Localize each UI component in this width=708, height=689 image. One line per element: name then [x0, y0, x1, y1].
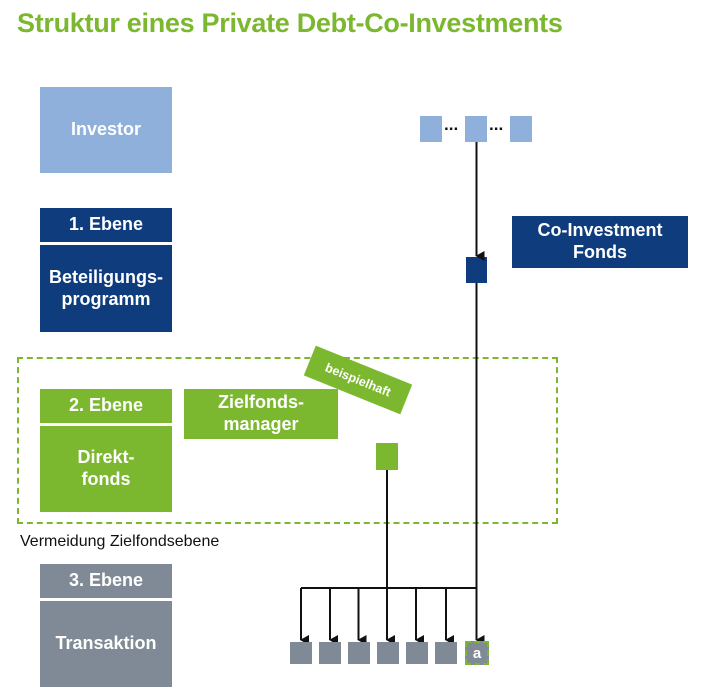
level1-label-line1: Beteiligungs-	[48, 266, 163, 287]
level1-box: Beteiligungs- programm	[40, 245, 172, 332]
level3-tag: 3. Ebene	[40, 564, 172, 598]
highlighted-transaction-letter: a	[472, 644, 482, 662]
zielfondsmanager-line2: manager	[223, 414, 299, 434]
level3-label: Transaktion	[55, 633, 157, 654]
investor-square	[465, 116, 487, 142]
level3-box: Transaktion	[40, 601, 172, 687]
transaction-square	[348, 642, 370, 664]
co-investment-line1: Co-Investment	[537, 220, 663, 241]
level1-tag-label: 1. Ebene	[68, 214, 144, 235]
transaction-square	[377, 642, 399, 664]
level1-tag: 1. Ebene	[40, 208, 172, 242]
co-investment-node	[466, 257, 487, 283]
level2-tag-label: 2. Ebene	[68, 395, 144, 416]
investor-square	[510, 116, 532, 142]
avoid-target-fund-region	[17, 357, 558, 524]
investor-label: Investor	[70, 119, 142, 140]
level2-box: Direkt- fonds	[40, 426, 172, 512]
co-investment-fonds-box: Co-Investment Fonds	[512, 216, 688, 268]
transaction-square	[406, 642, 428, 664]
investor-ellipsis: ...	[444, 115, 459, 134]
level2-label-line1: Direkt-	[77, 447, 135, 468]
level2-tag: 2. Ebene	[40, 389, 172, 423]
level3-tag-label: 3. Ebene	[68, 570, 144, 591]
transaction-square	[435, 642, 457, 664]
transaction-square	[290, 642, 312, 664]
investor-square	[420, 116, 442, 142]
investor-box: Investor	[40, 87, 172, 173]
transaction-square	[319, 642, 341, 664]
co-investment-line2: Fonds	[573, 242, 627, 262]
direct-fund-node	[376, 443, 398, 470]
zielfondsmanager-line1: Zielfonds-	[218, 392, 304, 413]
level2-label-line2: fonds	[81, 469, 131, 489]
zielfondsmanager-box: Zielfonds- manager	[184, 389, 338, 439]
highlighted-transaction-square: a	[465, 641, 489, 665]
investor-ellipsis: ...	[489, 115, 504, 134]
dashed-region-caption: Vermeidung Zielfondsebene	[20, 533, 220, 550]
level1-label-line2: programm	[61, 288, 151, 309]
page-title: Struktur eines Private Debt-Co-Investmen…	[17, 8, 563, 38]
